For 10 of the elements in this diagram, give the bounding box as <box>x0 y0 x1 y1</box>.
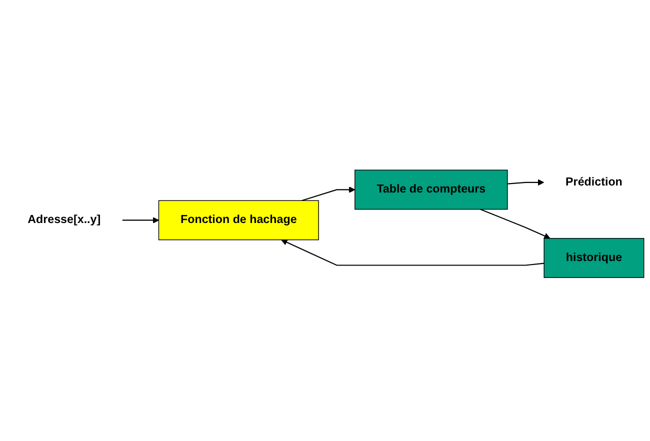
node-box: Table de compteurs <box>354 170 508 210</box>
node-text: Adresse[x..y] <box>28 214 101 226</box>
arrow <box>122 217 160 224</box>
node-box: historique <box>544 238 644 278</box>
arrow <box>480 209 550 240</box>
node-text: Prédiction <box>566 176 622 189</box>
node-box: Fonction de hachage <box>158 200 319 240</box>
arrow <box>507 180 544 186</box>
arrow <box>281 240 544 266</box>
arrow <box>302 186 356 202</box>
